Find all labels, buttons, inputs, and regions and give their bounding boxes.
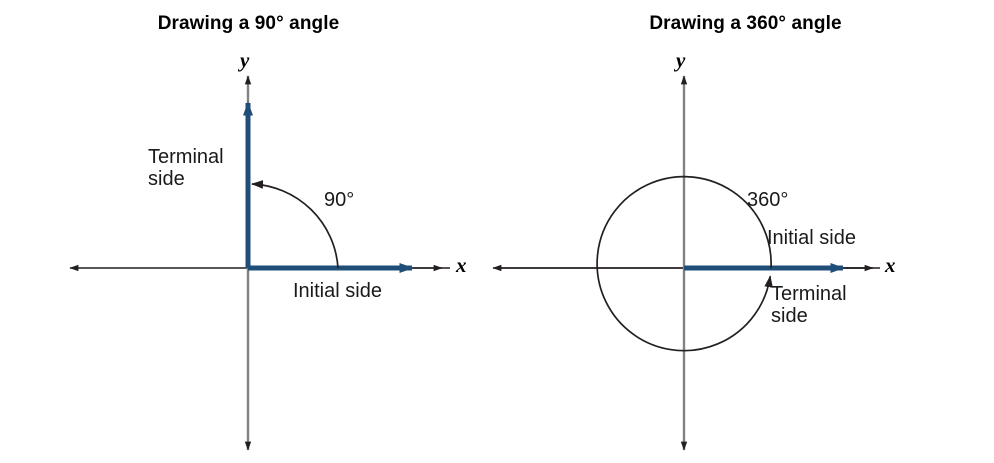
diagram-90-svg xyxy=(69,75,450,451)
rotation-arc-360 xyxy=(596,175,773,352)
initial-side-label: Initial side xyxy=(767,227,856,249)
angle-measure-label: 90° xyxy=(324,189,355,211)
terminal-side-label: Terminal side xyxy=(148,146,224,191)
panel-360-degree: Drawing a 360° angle xyxy=(492,0,994,463)
panel-title-360: Drawing a 360° angle xyxy=(649,13,842,34)
panel-90-degree: Drawing a 90° angle xyxy=(69,13,467,451)
angle-measure-label: 360° xyxy=(747,189,789,211)
y-axis-label: y xyxy=(240,48,250,72)
x-axis-label: x xyxy=(456,253,467,277)
diagram-360-svg xyxy=(492,75,880,451)
x-axis-label: x xyxy=(885,253,896,277)
y-axis-label: y xyxy=(676,48,686,72)
rotation-arc-90 xyxy=(251,180,339,269)
terminal-side-label: Terminal side xyxy=(771,283,847,328)
initial-side-label: Initial side xyxy=(293,280,382,302)
panel-title-90: Drawing a 90° angle xyxy=(157,13,340,34)
